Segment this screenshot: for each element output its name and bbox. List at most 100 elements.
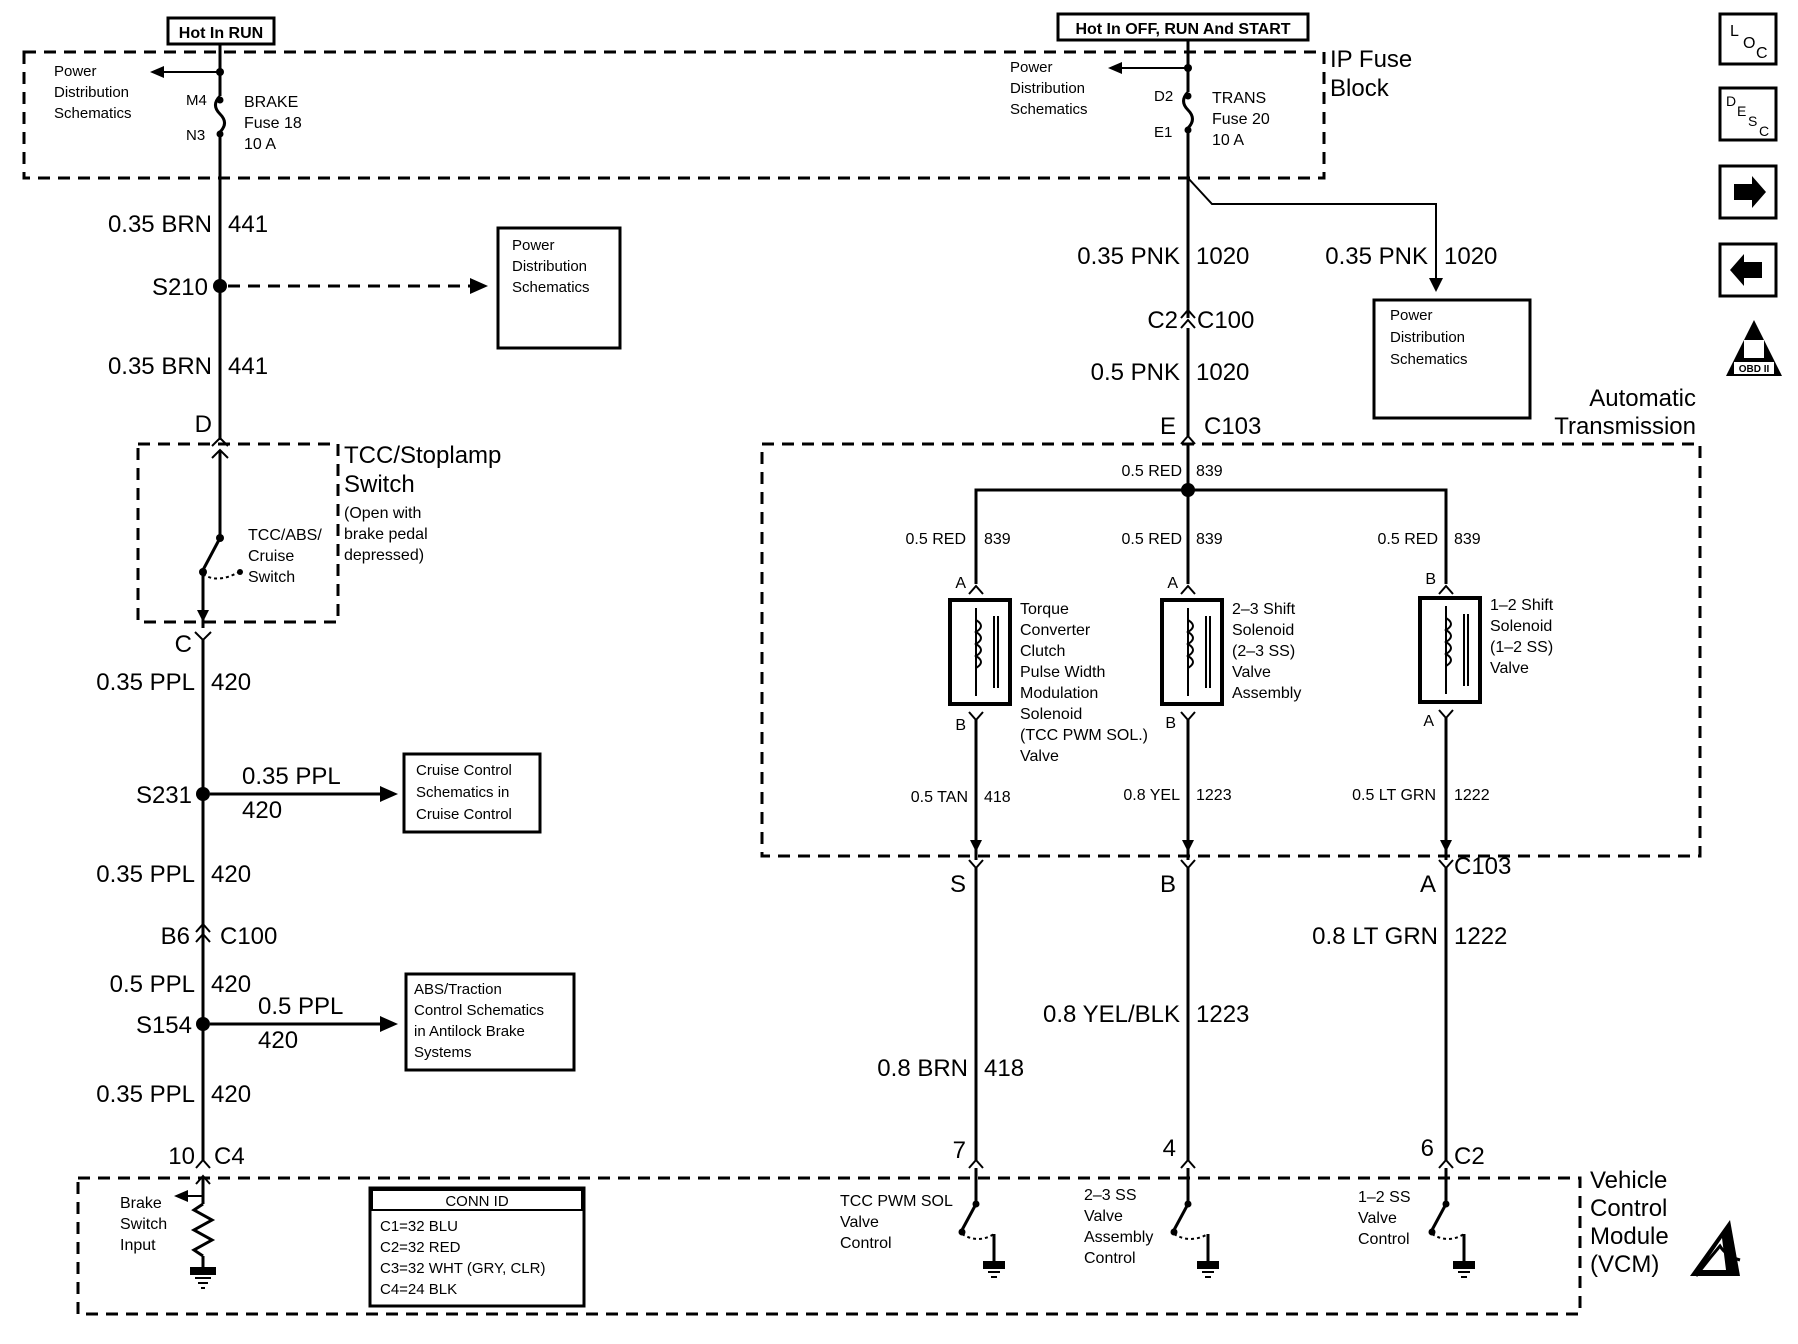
s210-ref-line2: Distribution xyxy=(512,258,587,275)
switch-blade-icon xyxy=(201,537,222,571)
s231-ref-line1: Cruise Control xyxy=(416,762,512,779)
trans-fuse-pin-out-label: E1 xyxy=(1154,124,1172,141)
pin-s-label: S xyxy=(950,871,966,898)
switch-label-1: TCC/ABS/ xyxy=(248,527,322,544)
conn-id-title: CONN ID xyxy=(445,1193,509,1210)
splice-s231 xyxy=(196,787,210,801)
conn-c2-label: C2 xyxy=(1147,307,1178,334)
s210-arrow-icon xyxy=(470,278,488,294)
tcc-label-6: Solenoid xyxy=(1020,706,1082,723)
ss12-control-label-3: Control xyxy=(1358,1231,1410,1248)
rw1-wire: 0.35 PNK xyxy=(1077,243,1180,270)
left-feed-label-2: Distribution xyxy=(54,84,129,101)
w3-wire: 0.35 PPL xyxy=(96,669,195,696)
tcc-label-2: Converter xyxy=(1020,622,1091,639)
s12-feed-wire: 0.5 RED xyxy=(1378,531,1438,548)
conn-c103-lower-label: C103 xyxy=(1454,853,1511,880)
ip-fuse-block-label: IP Fuse xyxy=(1330,46,1412,73)
out-23-wire: 0.8 YEL/BLK xyxy=(1043,1001,1180,1028)
switch-label-2: Cruise xyxy=(248,548,294,565)
brake-fuse-pin-in xyxy=(216,96,224,104)
ss23-control-switch xyxy=(1170,1168,1219,1278)
s12-out-circuit: 1222 xyxy=(1454,787,1490,804)
splice-s210 xyxy=(213,279,227,293)
s23-out-circuit: 1223 xyxy=(1196,787,1232,804)
w5-wire: 0.5 PPL xyxy=(110,971,195,998)
tcc-top-connector-icon xyxy=(968,584,984,595)
conn-id-row-1: C1=32 BLU xyxy=(380,1218,458,1235)
pin-b-connector-icon xyxy=(1180,859,1196,870)
ss12-control-blade-icon xyxy=(1430,1203,1448,1231)
switch-note-2: brake pedal xyxy=(344,526,428,543)
loc-icon-letter-l: L xyxy=(1730,23,1739,40)
pin-4-connector-icon xyxy=(1180,1158,1196,1169)
right-feed-label-3: Schematics xyxy=(1010,101,1088,118)
s231-ref-line3: Cruise Control xyxy=(416,806,512,823)
vcm-label-2: Control xyxy=(1590,1195,1667,1222)
s12-coil-icon xyxy=(1444,617,1452,667)
s231-arrow-icon xyxy=(380,786,398,802)
conn-id-header-cell xyxy=(371,1189,583,1211)
vcm-label-4: (VCM) xyxy=(1590,1251,1659,1278)
s154-ref-line4: Systems xyxy=(414,1044,472,1061)
prev-arrow-icon[interactable] xyxy=(1718,242,1778,298)
ss23-control-label-4: Control xyxy=(1084,1250,1136,1267)
tcc-out-arrow-icon xyxy=(970,840,982,852)
s23-label-4: Valve xyxy=(1232,664,1271,681)
s154-ref-line3: in Antilock Brake xyxy=(414,1023,525,1040)
tcc-bottom-connector-icon xyxy=(968,711,984,722)
pin-a-connector-icon xyxy=(1438,859,1454,870)
desc-icon-letter-s: S xyxy=(1748,113,1757,129)
brake-input-arrow-icon xyxy=(174,1190,188,1202)
switch-actuator-link xyxy=(202,571,240,580)
trans-fuse-rating: 10 A xyxy=(1212,132,1244,149)
conn-c2-lower-label: C2 xyxy=(1454,1143,1485,1170)
tcc-out-circuit: 418 xyxy=(984,789,1011,806)
w2-circuit: 441 xyxy=(228,353,268,380)
pin-a-label: A xyxy=(1420,871,1436,898)
pnk-ref-line1: Power xyxy=(1390,307,1433,324)
s210-ref-line1: Power xyxy=(512,237,555,254)
brake-fuse-icon xyxy=(214,94,226,134)
s154-ref-box xyxy=(404,972,576,1072)
s231-ref-line2: Schematics in xyxy=(416,784,509,801)
s12-label-3: (1–2 SS) xyxy=(1490,639,1553,656)
bus-wire: 0.5 RED xyxy=(1122,463,1182,480)
trans-feed-splice xyxy=(1184,64,1192,72)
tcc-stoplamp-switch-outline xyxy=(136,442,340,624)
branch-circuit: 1020 xyxy=(1444,243,1497,270)
loc-icon[interactable]: L O C xyxy=(1718,12,1778,66)
w4-circuit: 420 xyxy=(211,861,251,888)
trans-label-1: Automatic xyxy=(1589,385,1696,412)
ss23-control-label-3: Assembly xyxy=(1084,1229,1153,1246)
esd-warning-icon xyxy=(1690,1220,1741,1277)
s12-top-connector-icon xyxy=(1438,584,1454,595)
brake-input-resistor-icon xyxy=(190,1202,216,1258)
desc-icon[interactable]: D E S C xyxy=(1718,86,1778,142)
pnk-branch-ref-box xyxy=(1372,298,1532,420)
s23-pin-top: A xyxy=(1167,575,1178,592)
trans-fuse-number: Fuse 20 xyxy=(1212,111,1270,128)
hot-in-run-label: Hot In RUN xyxy=(179,25,263,42)
left-feed-label-3: Schematics xyxy=(54,105,132,122)
pin-e-connector-icon xyxy=(1180,434,1196,445)
tcc-label-1: Torque xyxy=(1020,601,1069,618)
obd-ii-icon[interactable]: OBD II xyxy=(1726,320,1782,376)
pin-e-label: E xyxy=(1160,413,1176,440)
s23-label-5: Assembly xyxy=(1232,685,1301,702)
tcc-control-blade-icon xyxy=(960,1203,978,1231)
tcc-pin-top: A xyxy=(955,575,966,592)
pnk-ref-line2: Distribution xyxy=(1390,329,1465,346)
ss23-control-label-1: 2–3 SS xyxy=(1084,1187,1136,1204)
conn-b6-label: B6 xyxy=(161,923,190,950)
conn-c100-right-label: C100 xyxy=(1197,307,1254,334)
s12-pin-top: B xyxy=(1425,571,1436,588)
s154-branch-wire-label: 0.5 PPL xyxy=(258,993,343,1020)
right-feed-label-2: Distribution xyxy=(1010,80,1085,97)
red-bus-wire xyxy=(974,488,1448,584)
loc-icon-letter-o: O xyxy=(1743,35,1755,52)
switch-title: TCC/Stoplamp xyxy=(344,442,501,469)
next-arrow-icon[interactable] xyxy=(1718,164,1778,220)
brake-fuse-name: BRAKE xyxy=(244,94,298,111)
ss23-control-blade-icon xyxy=(1172,1203,1190,1231)
